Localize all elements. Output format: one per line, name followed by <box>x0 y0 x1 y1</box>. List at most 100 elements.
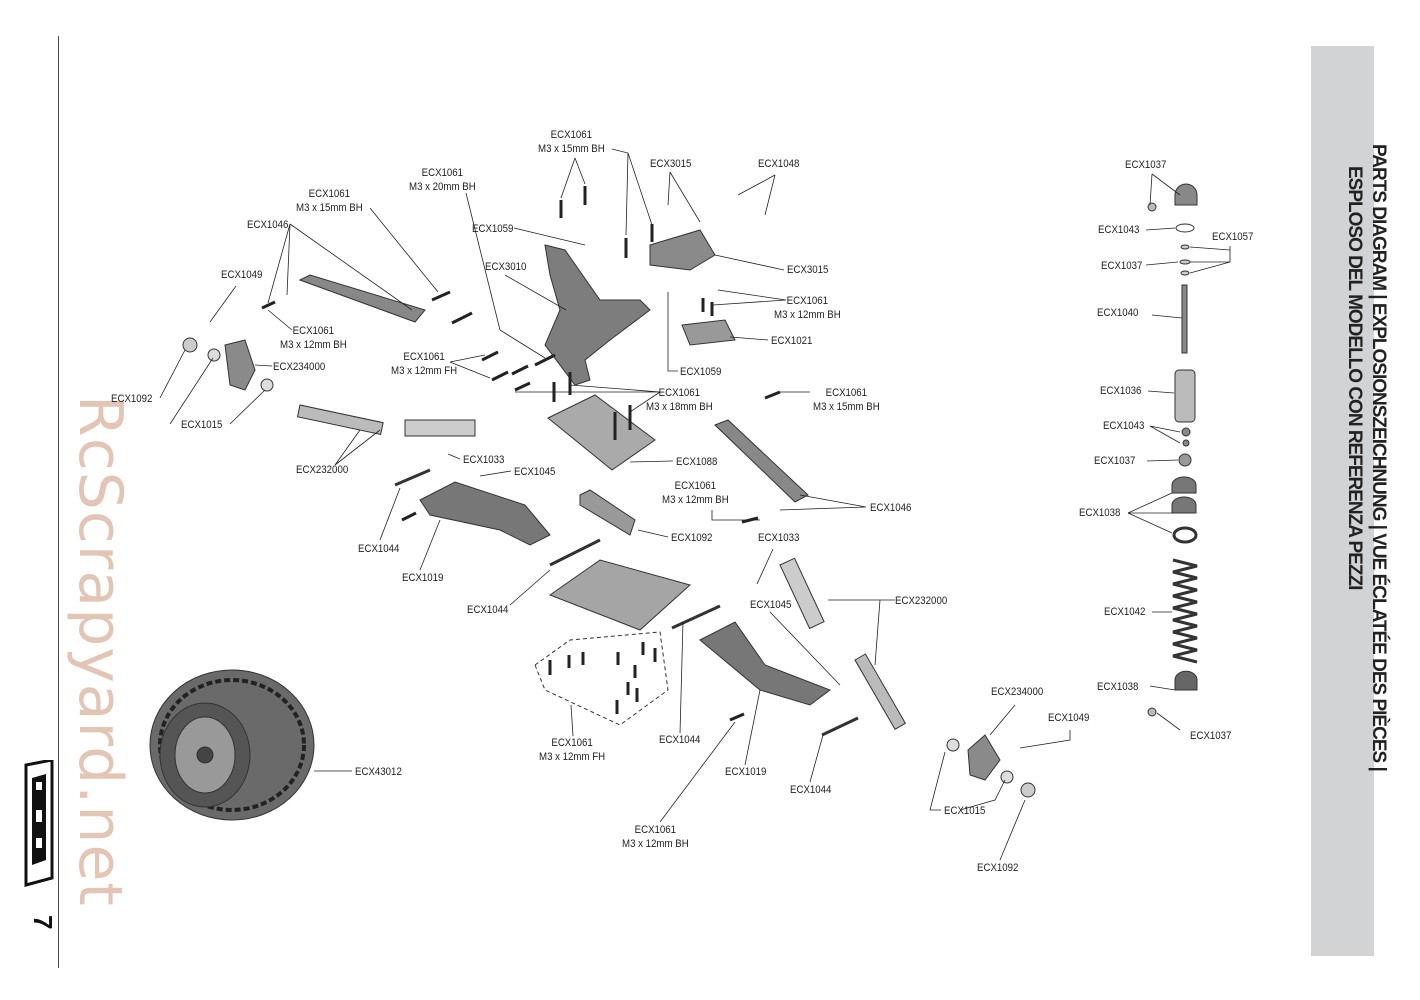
part-callout: ECX1040 <box>1097 306 1138 320</box>
part-callout: ECX1057 <box>1212 230 1253 244</box>
part-number: ECX1061 <box>550 129 593 141</box>
part-number: ECX1038 <box>1097 681 1139 693</box>
part-callout: ECX232000 <box>895 594 947 608</box>
part-callout: ECX1037 <box>1101 259 1142 273</box>
part-spec: M3 x 12mm FH <box>391 365 458 377</box>
part-callout: ECX1092 <box>111 392 152 406</box>
part-callout: ECX1092 <box>977 861 1018 875</box>
driveshaft-right <box>779 557 825 630</box>
spring <box>1172 558 1198 664</box>
part-callout: ECX1044 <box>467 603 508 617</box>
hinge-pin <box>394 468 431 487</box>
bearing-right-2 <box>1000 770 1014 784</box>
part-number: ECX234000 <box>991 686 1044 698</box>
part-callout: ECX1044 <box>790 783 831 797</box>
part-number: ECX3015 <box>787 264 829 276</box>
part-callout: ECX1043 <box>1098 223 1139 237</box>
part-callout: ECX1059 <box>680 365 721 379</box>
part-spec: M3 x 18mm BH <box>646 401 713 413</box>
part-number: ECX1046 <box>870 502 912 514</box>
tire-wheel <box>149 669 315 821</box>
part-number: ECX1059 <box>472 223 514 235</box>
part-number: ECX1021 <box>771 335 813 347</box>
driveshaft-right-axle <box>854 653 907 730</box>
bearing-right <box>946 738 960 752</box>
part-callout: ECX1033 <box>758 531 799 545</box>
part-number: ECX1036 <box>1100 385 1142 397</box>
part-callout: ECX1092 <box>671 531 712 545</box>
page-title: PARTS DIAGRAM | EXPLOSIONSZEICHNUNG | VU… <box>1342 144 1390 771</box>
part-callout: ECX1046 <box>870 501 911 515</box>
part-callout: ECX1021 <box>771 334 812 348</box>
part-number: ECX1033 <box>758 532 800 544</box>
margin-rule <box>58 36 59 968</box>
part-callout: ECX1037 <box>1125 158 1166 172</box>
part-number: ECX1049 <box>1048 712 1090 724</box>
part-callout: ECX1038 <box>1097 680 1138 694</box>
part-callout: ECX1015 <box>944 804 985 818</box>
part-number: ECX1037 <box>1125 159 1167 171</box>
driveshaft-left <box>296 404 384 436</box>
title-sidebar <box>1311 46 1374 956</box>
part-spec: M3 x 12mm BH <box>280 339 347 351</box>
servo-mount <box>681 319 736 346</box>
part-number: ECX1061 <box>292 325 335 337</box>
bulkhead-part <box>579 489 636 536</box>
title-line-2: ESPLOSO DEL MODELLO CON REFERENZA PEZZI <box>1344 166 1365 590</box>
part-number: ECX1092 <box>977 862 1019 874</box>
steering-hub-right <box>967 734 1001 781</box>
hardware-group-outline <box>534 631 669 726</box>
part-callout: ECX1059 <box>472 222 513 236</box>
part-callout: ECX1037 <box>1094 454 1135 468</box>
part-number: ECX1061 <box>634 824 677 836</box>
part-number: ECX1042 <box>1104 606 1146 618</box>
part-number: ECX1061 <box>421 167 464 179</box>
part-number: ECX234000 <box>273 361 326 373</box>
part-callout: ECX1061 M3 x 12mm FH <box>539 736 605 764</box>
part-callout: ECX1044 <box>659 733 700 747</box>
part-number: ECX1037 <box>1190 730 1232 742</box>
part-number: ECX3015 <box>650 158 692 170</box>
screws <box>261 186 781 722</box>
part-number: ECX1015 <box>944 805 986 817</box>
part-number: ECX1061 <box>825 387 868 399</box>
part-callout: ECX1038 <box>1079 506 1120 520</box>
part-number: ECX1015 <box>181 419 223 431</box>
part-number: ECX1043 <box>1098 224 1140 236</box>
part-number: ECX43012 <box>355 766 402 778</box>
camber-link-upper <box>298 274 426 323</box>
part-number: ECX1019 <box>725 766 767 778</box>
part-number: ECX1048 <box>758 158 800 170</box>
hinge-pin <box>821 716 859 737</box>
part-number: ECX232000 <box>296 464 349 476</box>
part-callout: ECX1019 <box>402 571 443 585</box>
part-callout: ECX3015 <box>650 157 691 171</box>
part-callout: ECX1061 M3 x 12mm BH <box>280 324 347 352</box>
part-number: ECX1033 <box>463 454 505 466</box>
part-callout: ECX1049 <box>221 268 262 282</box>
part-callout: ECX1046 <box>247 218 288 232</box>
bulkhead <box>548 559 692 631</box>
part-number: ECX1088 <box>676 456 718 468</box>
part-number: ECX1092 <box>671 532 713 544</box>
part-callout: ECX1088 <box>676 455 717 469</box>
brand-logo <box>24 760 54 887</box>
suspension-arm-left <box>419 481 551 546</box>
part-callout: ECX1049 <box>1048 711 1089 725</box>
part-callout: ECX234000 <box>273 360 325 374</box>
part-number: ECX1044 <box>790 784 832 796</box>
shock-mount <box>649 229 716 271</box>
part-number: ECX1061 <box>551 737 593 749</box>
page-number: 7 <box>28 915 58 930</box>
part-spec: M3 x 12mm FH <box>539 751 606 763</box>
part-callout: ECX1043 <box>1103 419 1144 433</box>
part-number: ECX1038 <box>1079 507 1121 519</box>
part-callout: ECX1033 <box>463 453 504 467</box>
